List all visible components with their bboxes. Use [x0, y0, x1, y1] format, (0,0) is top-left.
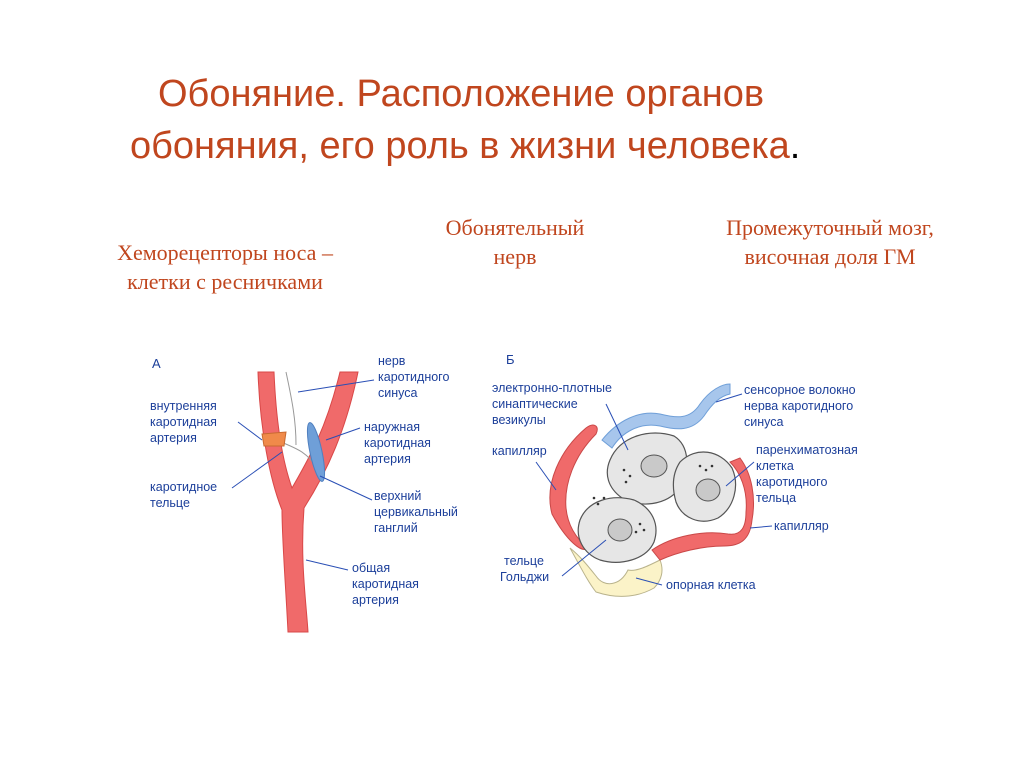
leader-support-cell [635, 577, 663, 586]
panel-a-letter: А [152, 356, 161, 371]
leader-external-artery [325, 427, 361, 441]
leader-golgi [561, 539, 607, 577]
slide-title: Обоняние. Расположение органов обоняния,… [130, 68, 990, 172]
label-external-artery: наружная каротидная артерия [364, 420, 434, 466]
caption-brain-line-1: Промежуточный мозг, [726, 215, 934, 240]
leader-carotid-body [231, 451, 283, 489]
caption-olfactory-nerve: Обонятельный нерв [405, 213, 625, 271]
caption-brain: Промежуточный мозг, височная доля ГМ [670, 213, 990, 271]
sinus-nerve-fiber [285, 371, 297, 446]
leader-vesicles [605, 403, 629, 451]
label-support-cell: опорная клетка [666, 578, 756, 592]
caption-nerve-line-1: Обонятельный [445, 215, 585, 240]
leader-internal-artery [237, 421, 263, 441]
title-line-2-text: обоняния, его роль в жизни человека [130, 125, 790, 167]
caption-chemoreceptors-line-1: Хеморецепторы носа – [117, 240, 333, 265]
caption-chemoreceptors-line-2: клетки с ресничками [127, 269, 323, 294]
label-common-artery: общая каротидная артерия [352, 561, 422, 607]
capillary-right-shape [651, 457, 754, 561]
leader-ganglion [319, 475, 373, 501]
leader-parenchymal [725, 461, 755, 487]
label-sinus-nerve: нерв каротидного синуса [378, 354, 453, 400]
caption-chemoreceptors: Хеморецепторы носа – клетки с ресничками [60, 238, 390, 296]
sensory-fiber-shape [601, 383, 731, 449]
leader-sensory-fiber [715, 393, 743, 403]
title-dot: . [789, 125, 801, 167]
carotid-artery-shape [257, 371, 359, 633]
panel-b-letter: Б [506, 352, 515, 367]
leader-sinus-nerve [297, 379, 375, 393]
label-capillary-left: капилляр [492, 444, 547, 458]
label-parenchymal-cell: паренхиматозная клетка каротидного тельц… [756, 443, 861, 505]
leader-capillary-right [749, 525, 773, 529]
label-carotid-body: каротидное тельце [150, 480, 221, 510]
nucleus-upper [640, 454, 668, 478]
cervical-ganglion-shape [306, 422, 326, 482]
nucleus-right [695, 478, 721, 502]
nucleus-lower [607, 518, 633, 542]
leader-common-artery [305, 559, 349, 571]
title-line-1: Обоняние. Расположение органов [158, 73, 765, 115]
label-golgi: тельце Гольджи [500, 554, 549, 584]
caption-brain-line-2: височная доля ГМ [744, 244, 916, 269]
label-vesicles: электронно-плотные синаптические везикул… [492, 381, 615, 427]
caption-nerve-line-2: нерв [493, 244, 537, 269]
label-internal-artery: внутренняя каротидная артерия [150, 399, 220, 445]
label-capillary-right: капилляр [774, 519, 829, 533]
carotid-body-shape [261, 431, 287, 447]
label-sensory-fiber: сенсорное волокно нерва каротидного сину… [744, 383, 859, 429]
title-line-2: обоняния, его роль в жизни человека. [130, 120, 990, 172]
label-ganglion: верхний цервикальный ганглий [374, 489, 461, 535]
vesicle-dots [592, 464, 714, 534]
leader-capillary-left [535, 461, 557, 491]
